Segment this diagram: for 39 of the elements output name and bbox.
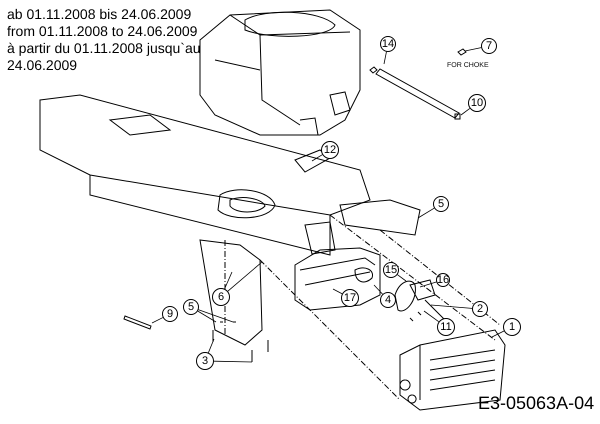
validity-note: ab 01.11.2008 bis 24.06.2009 [7,6,192,22]
callout-number: 1 [503,318,521,336]
leader-line [424,310,440,322]
leader-line [418,208,435,218]
callout-number: 11 [437,318,455,336]
leader-line [464,47,482,52]
leader-line [198,309,234,322]
leader-line [420,282,437,288]
callout-number: 7 [481,38,497,54]
leader-line [197,310,216,322]
leader-line [397,274,406,282]
leader-line [224,272,232,290]
callout-number: 4 [380,292,396,308]
leader-line [332,288,342,294]
leader-line [374,284,383,295]
leader-line [460,108,470,116]
callout-number: 5 [433,196,449,212]
leader-line [430,304,472,309]
leader-line [152,317,164,324]
leader-line [492,330,504,338]
callout-number: 14 [380,36,396,52]
callout-number: 12 [321,141,339,159]
callout-number: 9 [162,306,178,322]
callout-number: 16 [436,273,450,287]
callout-number: 15 [383,262,399,278]
leader-line [214,360,252,362]
callout-number: 2 [472,301,488,317]
callout-number: 17 [341,289,359,307]
leader-line [227,262,262,292]
leader-line [208,338,214,354]
drawing-number: E3-05063A-04 [478,393,594,414]
callout-number: 10 [468,94,486,112]
callout-number: 6 [212,288,230,306]
validity-note: from 01.11.2008 to 24.06.2009 [7,23,198,39]
callout-number: 3 [196,352,214,370]
callout-number: 5 [183,299,199,315]
leader-line [312,154,323,162]
leader-line [384,51,387,64]
validity-note: à partir du 01.11.2008 jusqu`au 24.06.2009 [7,40,202,74]
